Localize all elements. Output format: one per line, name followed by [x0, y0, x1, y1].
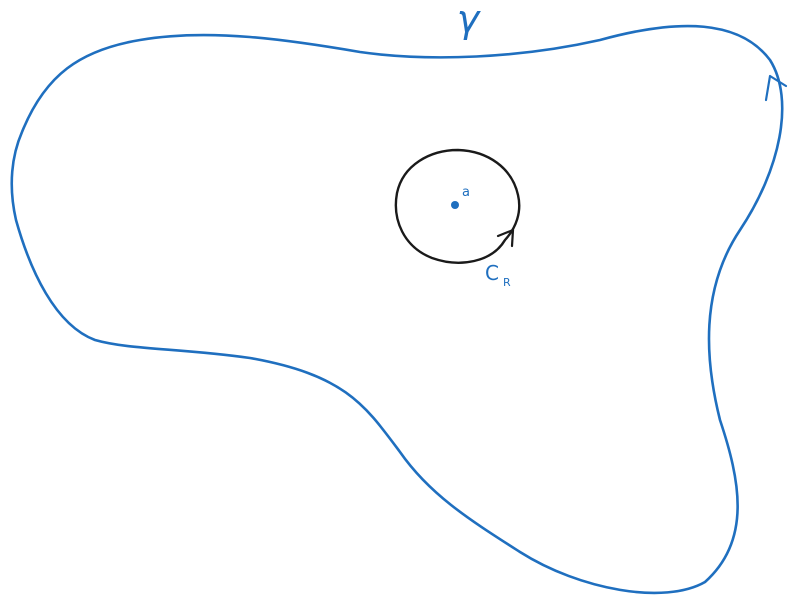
outer-contour-label: γ	[457, 0, 482, 41]
inner-circle-cr	[394, 148, 521, 264]
inner-circle-subscript: R	[503, 276, 511, 289]
outer-contour-arrow	[764, 74, 788, 102]
inner-circle-arrow	[496, 228, 515, 248]
inner-circle-label: C	[485, 261, 499, 285]
outer-contour-gamma	[10, 24, 784, 595]
center-point	[451, 201, 459, 209]
center-point-label: a	[462, 185, 470, 200]
